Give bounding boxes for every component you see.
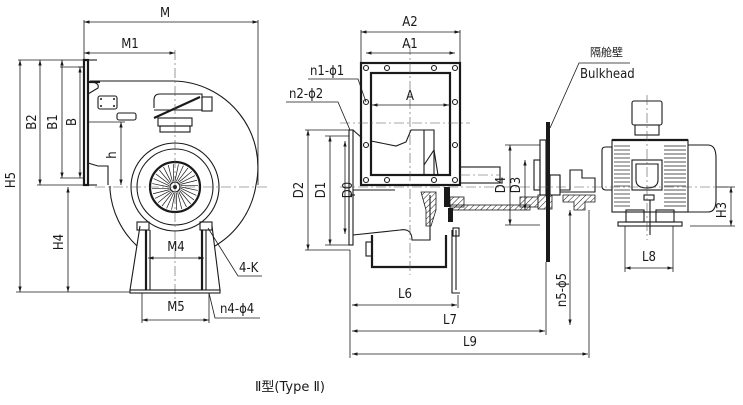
- flange-bolt: [451, 176, 459, 184]
- flange-bolt: [451, 98, 459, 106]
- dim-A1: A1: [402, 37, 417, 52]
- label-n4-phi4: n4-ϕ4: [220, 302, 254, 317]
- label-n5-phi5: n5-ϕ5: [555, 273, 570, 307]
- flange-bolt: [451, 64, 459, 72]
- shaft: [449, 204, 531, 211]
- dim-L8: L8: [642, 250, 656, 265]
- impeller-blade: [179, 190, 191, 205]
- label-bulkhead-en: Bulkhead: [580, 67, 635, 82]
- flange-bolt: [451, 141, 459, 149]
- side-view: A2 A1 A n1-ϕ1 n2-ϕ2 D2 D1 D0 D4 D3 n5-ϕ5…: [286, 15, 735, 358]
- flange-bolt: [362, 64, 370, 72]
- impeller-blade: [179, 175, 196, 184]
- dim-H3: H3: [715, 202, 730, 218]
- dim-L9: L9: [463, 335, 477, 350]
- impeller-blade: [180, 186, 198, 191]
- impeller-blade: [152, 183, 170, 188]
- dim-H4: H4: [52, 234, 67, 250]
- bulkhead-plate: [546, 122, 550, 262]
- impeller-blade: [159, 169, 171, 184]
- dim-M1: M1: [121, 37, 139, 52]
- front-view: M M1 B2 B1 B h H5 H4 M4 M5 4-K n4-ϕ4: [4, 6, 268, 323]
- motor: [601, 100, 717, 235]
- inspection-plate: [97, 95, 118, 110]
- outlet-flange: [82, 58, 90, 187]
- label-4-K: 4-K: [239, 261, 259, 276]
- flange-bolt: [362, 141, 370, 149]
- impeller-blade: [161, 192, 173, 207]
- flange-bolt: [362, 98, 370, 106]
- impeller-blade: [171, 192, 176, 210]
- flange-bolt: [430, 176, 438, 184]
- impeller-blade: [153, 178, 170, 186]
- impeller-blade: [180, 189, 195, 201]
- dim-D4: D4: [494, 177, 509, 193]
- impeller-blade: [152, 189, 170, 195]
- impeller-blade: [163, 166, 172, 183]
- impeller-blade: [176, 165, 184, 182]
- impeller-blade: [180, 179, 198, 185]
- dim-A2: A2: [402, 15, 417, 30]
- volute-casing: [90, 80, 259, 247]
- impeller-blade: [167, 164, 173, 182]
- figure-caption: Ⅱ型(Type Ⅱ): [255, 380, 325, 395]
- impeller-blade: [177, 192, 183, 210]
- dim-h: h: [105, 151, 120, 158]
- impeller-blade: [178, 171, 193, 183]
- dim-M: M: [160, 6, 170, 21]
- flange-bolt: [383, 64, 391, 72]
- dim-D1: D1: [314, 182, 329, 198]
- impeller-blade: [155, 173, 170, 185]
- label-bulkhead-cn: 隔舱壁: [590, 45, 623, 59]
- dim-L7: L7: [443, 313, 457, 328]
- dim-D2: D2: [292, 182, 307, 198]
- flange-bolt: [383, 176, 391, 184]
- dim-M4: M4: [167, 240, 185, 255]
- impeller-blade: [178, 191, 187, 208]
- impeller-blade: [174, 164, 179, 182]
- impeller-blade: [154, 190, 171, 199]
- label-n2-phi2: n2-ϕ2: [289, 87, 323, 102]
- outlet-flange-rect: [359, 61, 462, 187]
- dim-B2: B2: [25, 114, 40, 129]
- dim-D0: D0: [341, 182, 356, 198]
- dim-H5: H5: [4, 172, 19, 188]
- flange-bolt: [430, 64, 438, 72]
- label-n1-phi1: n1-ϕ1: [310, 64, 344, 79]
- drain-plate: [116, 112, 137, 121]
- dim-B1: B1: [46, 114, 61, 129]
- impeller-blade: [157, 191, 172, 203]
- impeller-blade: [180, 188, 197, 196]
- dim-M5: M5: [167, 300, 185, 315]
- dim-A: A: [406, 89, 414, 104]
- flange-bolt: [362, 176, 370, 184]
- dim-B: B: [65, 118, 80, 126]
- inlet-flange: [348, 129, 354, 246]
- dim-L6: L6: [398, 287, 412, 302]
- impeller-blade: [166, 192, 174, 209]
- impeller-blade: [177, 167, 189, 182]
- dim-D3: D3: [509, 177, 524, 193]
